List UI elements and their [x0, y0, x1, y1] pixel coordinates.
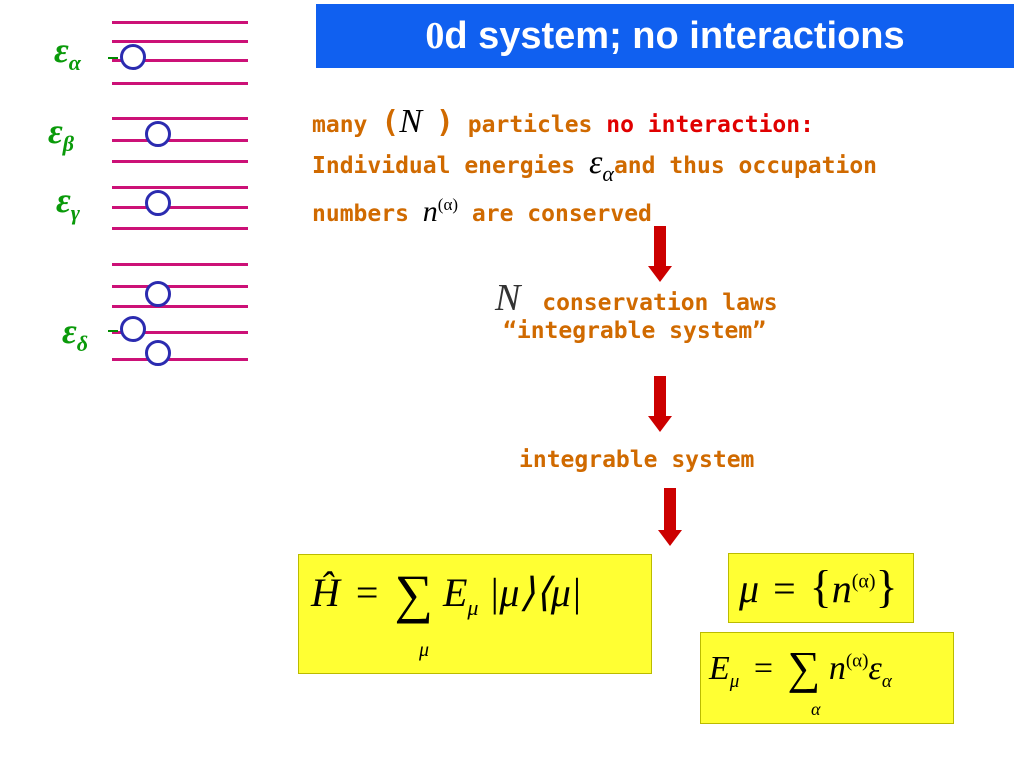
epsilon-alpha-label: εα: [54, 30, 81, 75]
math-N: N: [399, 103, 422, 140]
energy-formula-box: Eμ = ∑ n(α)εα α: [700, 632, 954, 724]
text-integrable-system: integrable system: [519, 447, 755, 473]
down-arrow: [648, 376, 676, 432]
text-many: many: [312, 112, 368, 138]
sum-index-alpha: α: [811, 699, 821, 719]
level-line: [112, 139, 248, 142]
level-line: [112, 331, 248, 334]
text-and-thus: and thus occupation: [613, 153, 878, 179]
level-line: [112, 59, 248, 62]
conservation-block: N conservation laws “integrable system”: [495, 276, 855, 344]
text-particles: particles: [467, 112, 593, 138]
level-line: [112, 82, 248, 85]
intro-line-2: Individual energies εαand thus occupatio…: [312, 141, 1012, 195]
mu-definition-box: μ = {n(α)}: [728, 553, 914, 623]
energy-formula: Eμ = ∑ n(α)εα: [709, 642, 892, 693]
particle-circle: [145, 121, 171, 147]
mu-definition-formula: μ = {n(α)}: [739, 561, 898, 612]
text-are-conserved: are conserved: [471, 200, 652, 227]
title-text: d system; no interactions: [444, 14, 905, 57]
conservation-line: N conservation laws: [495, 276, 855, 320]
level-line: [112, 117, 248, 120]
intro-line-1: many (N ) particles no interaction:: [312, 100, 1012, 147]
page-title: 0 d system; no interactions: [316, 4, 1014, 68]
paren-open: (: [381, 105, 400, 140]
particle-circle: [145, 340, 171, 366]
hamiltonian-formula: Ĥ = ∑ Eμ |μ⟩⟨μ|: [311, 564, 582, 624]
epsilon-gamma-label: εγ: [56, 180, 80, 225]
text-integrable-quoted: “integrable system”: [503, 318, 767, 344]
level-line: [112, 285, 248, 288]
text-numbers: numbers: [312, 200, 409, 227]
text-no-interaction: no interaction:: [606, 112, 814, 138]
level-dash: [108, 57, 118, 59]
sum-index-mu: μ: [419, 639, 430, 661]
level-line: [112, 186, 248, 189]
level-line: [112, 227, 248, 230]
math-N-conservation: N: [495, 277, 521, 319]
epsilon-delta-label: εδ: [62, 311, 89, 356]
down-arrow: [648, 226, 676, 282]
hamiltonian-formula-box: Ĥ = ∑ Eμ |μ⟩⟨μ| μ: [298, 554, 652, 674]
math-epsilon-alpha: εα: [588, 144, 614, 186]
particle-circle: [120, 316, 146, 342]
intro-paragraph: many (N ) particles no interaction: Indi…: [312, 100, 1012, 236]
paren-close: ): [435, 105, 454, 140]
text-conservation-laws: conservation laws: [542, 290, 778, 316]
level-line: [112, 160, 248, 163]
level-line: [112, 358, 248, 361]
text-individual-energies: Individual energies: [312, 153, 576, 179]
intro-line-3: numbers n(α) are conserved: [312, 183, 1012, 236]
title-prefix: 0: [425, 15, 445, 57]
particle-circle: [120, 44, 146, 70]
level-line: [112, 263, 248, 266]
down-arrow: [658, 488, 686, 546]
level-dash: [108, 330, 118, 332]
particle-circle: [145, 190, 171, 216]
level-line: [112, 40, 248, 43]
math-n-alpha: n(α): [422, 194, 459, 228]
level-line: [112, 305, 248, 308]
level-line: [112, 206, 248, 209]
epsilon-beta-label: εβ: [48, 111, 75, 156]
particle-circle: [145, 281, 171, 307]
level-line: [112, 21, 248, 24]
